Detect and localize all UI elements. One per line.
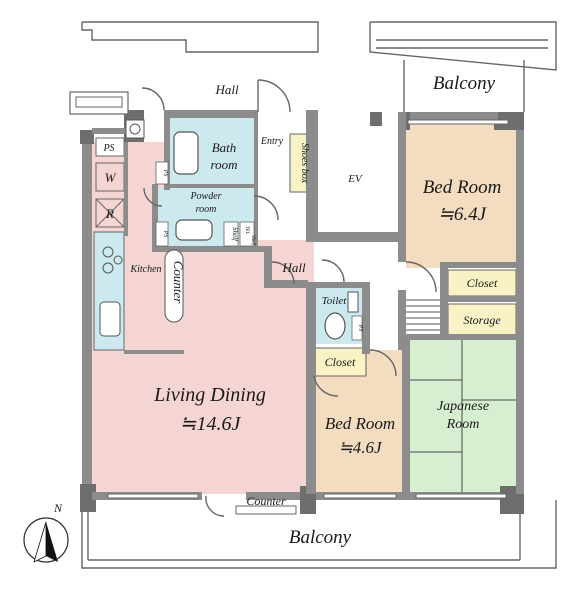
ps-toilet-label: PS [357, 324, 363, 332]
kitchen-sink-icon [99, 301, 121, 337]
hall-top-label: Hall [214, 82, 239, 97]
bedroom2-size: ≒4.6J [338, 438, 383, 457]
toilet-label: Toilet [322, 295, 348, 307]
powder-label-1: Powder [189, 191, 221, 202]
north-label: N [53, 501, 63, 515]
w-box [95, 162, 125, 192]
balcony-top-label: Balcony [433, 73, 496, 94]
closet-toilet [313, 347, 367, 377]
ps-small-label-2: PS [162, 230, 168, 238]
storage-label: Storage [463, 313, 501, 327]
tel-shelf-label: Shelf [250, 235, 255, 246]
w-label: W [105, 170, 117, 185]
washing-machine-icon [125, 119, 145, 139]
north-compass-icon: N [23, 501, 69, 563]
balcony-bottom-label: Balcony [289, 527, 352, 548]
ev-label: EV [347, 173, 363, 185]
bedroom1-size: ≒6.4J [438, 204, 488, 225]
bathroom-label-2: room [211, 157, 238, 172]
ps-small-box-2 [155, 221, 169, 247]
bathroom-label-1: Bath [212, 140, 237, 155]
bedroom1-label: Bed Room [423, 177, 502, 198]
counter-label: Counter [171, 261, 186, 305]
living-dining-label: Living Dining [153, 384, 266, 406]
shoes-box-label: Shoes box [299, 143, 310, 184]
windows [107, 119, 509, 515]
hall-mid-label: Hall [281, 260, 306, 275]
ps-small-label-1: PS [162, 169, 168, 177]
ps-label: PS [102, 143, 114, 154]
sink-icon [175, 219, 213, 241]
bedroom2-label: Bed Room [325, 414, 395, 433]
bedroom1-floor [406, 118, 516, 268]
entry-label: Entry [260, 136, 284, 147]
tel-label: TEL [244, 226, 249, 235]
shelf-box [223, 221, 239, 247]
powder-label-2: room [196, 204, 217, 215]
ps-toilet-box [351, 315, 363, 341]
toilet-icon [324, 291, 359, 340]
top-left-window [69, 91, 129, 115]
japanese-label-2: Room [446, 417, 480, 432]
counter-bottom-label: Counter [246, 494, 286, 508]
japanese-label-1: Japanese [437, 399, 489, 414]
r-label: R [105, 206, 114, 221]
top-outline [81, 21, 557, 112]
shelf-label: Shelf [231, 227, 239, 242]
closet-toilet-label: Closet [325, 355, 356, 369]
bottom-outline [81, 500, 557, 569]
closet-bedroom1-label: Closet [467, 276, 498, 290]
ps-small-box-1 [155, 161, 169, 185]
tel-shelf-box [239, 221, 255, 247]
stairs [406, 299, 440, 331]
counter-island [164, 249, 184, 323]
kitchen-label: Kitchen [129, 264, 161, 275]
stove-icon [102, 246, 123, 274]
bathtub-icon [173, 131, 199, 175]
doors [141, 79, 437, 517]
tatami-lines [408, 338, 516, 494]
living-dining-size: ≒14.6J [180, 413, 242, 435]
